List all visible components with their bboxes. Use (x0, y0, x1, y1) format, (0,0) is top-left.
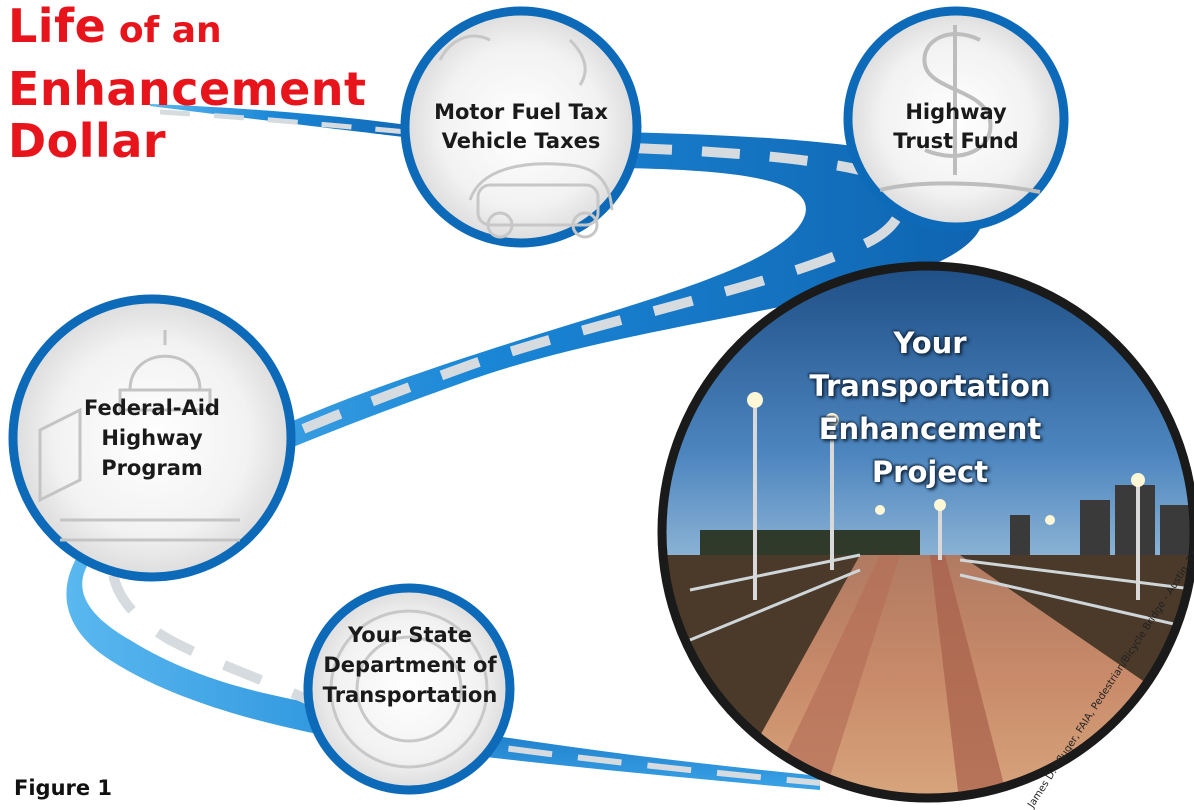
trust-fund-line-1: Highway (905, 100, 1007, 124)
node-state-dot-label: Your State Department of Transportation (304, 620, 516, 710)
trust-fund-line-2: Trust Fund (893, 129, 1019, 153)
fuel-tax-line-1: Motor Fuel Tax (434, 100, 608, 124)
node-trust-fund (843, 6, 1069, 232)
fuel-tax-line-2: Vehicle Taxes (441, 129, 601, 153)
node-state-dot (303, 583, 515, 795)
federal-aid-line-2: Highway (101, 426, 203, 450)
title-word-of-an: of an (106, 10, 222, 51)
federal-aid-line-1: Federal-Aid (84, 396, 220, 420)
node-federal-aid-label: Federal-Aid Highway Program (42, 393, 262, 483)
title-word-life: Life (8, 0, 107, 53)
final-line-4: Project (871, 455, 989, 489)
car-sketch-icon (438, 34, 614, 239)
node-trust-fund-label: Highway Trust Fund (856, 98, 1056, 156)
state-dot-line-3: Transportation (322, 683, 498, 707)
node-final-project (657, 261, 1194, 803)
state-dot-line-1: Your State (348, 623, 472, 647)
figure-label: Figure 1 (14, 776, 113, 800)
final-line-1: Your (893, 326, 967, 360)
final-project-label: Your Transportation Enhancement Project (740, 322, 1120, 494)
title-word-enhancement: Enhancement (8, 62, 367, 116)
node-fuel-tax-label: Motor Fuel Tax Vehicle Taxes (405, 98, 637, 156)
capitol-dome-sketch-icon (38, 330, 240, 542)
node-fuel-tax (400, 6, 642, 248)
node-federal-aid (8, 294, 296, 582)
final-line-2: Transportation (809, 369, 1051, 403)
dot-seal-sketch-icon (329, 609, 489, 769)
federal-aid-line-3: Program (101, 456, 203, 480)
state-dot-line-2: Department of (323, 653, 497, 677)
title-word-dollar: Dollar (8, 114, 167, 168)
final-line-3: Enhancement (818, 412, 1042, 446)
dollar-sign-sketch-icon (879, 25, 1041, 194)
diagram-title: Life of an Enhancement Dollar (8, 0, 367, 167)
pedestrian-bridge-dusk-photo (662, 266, 1194, 798)
